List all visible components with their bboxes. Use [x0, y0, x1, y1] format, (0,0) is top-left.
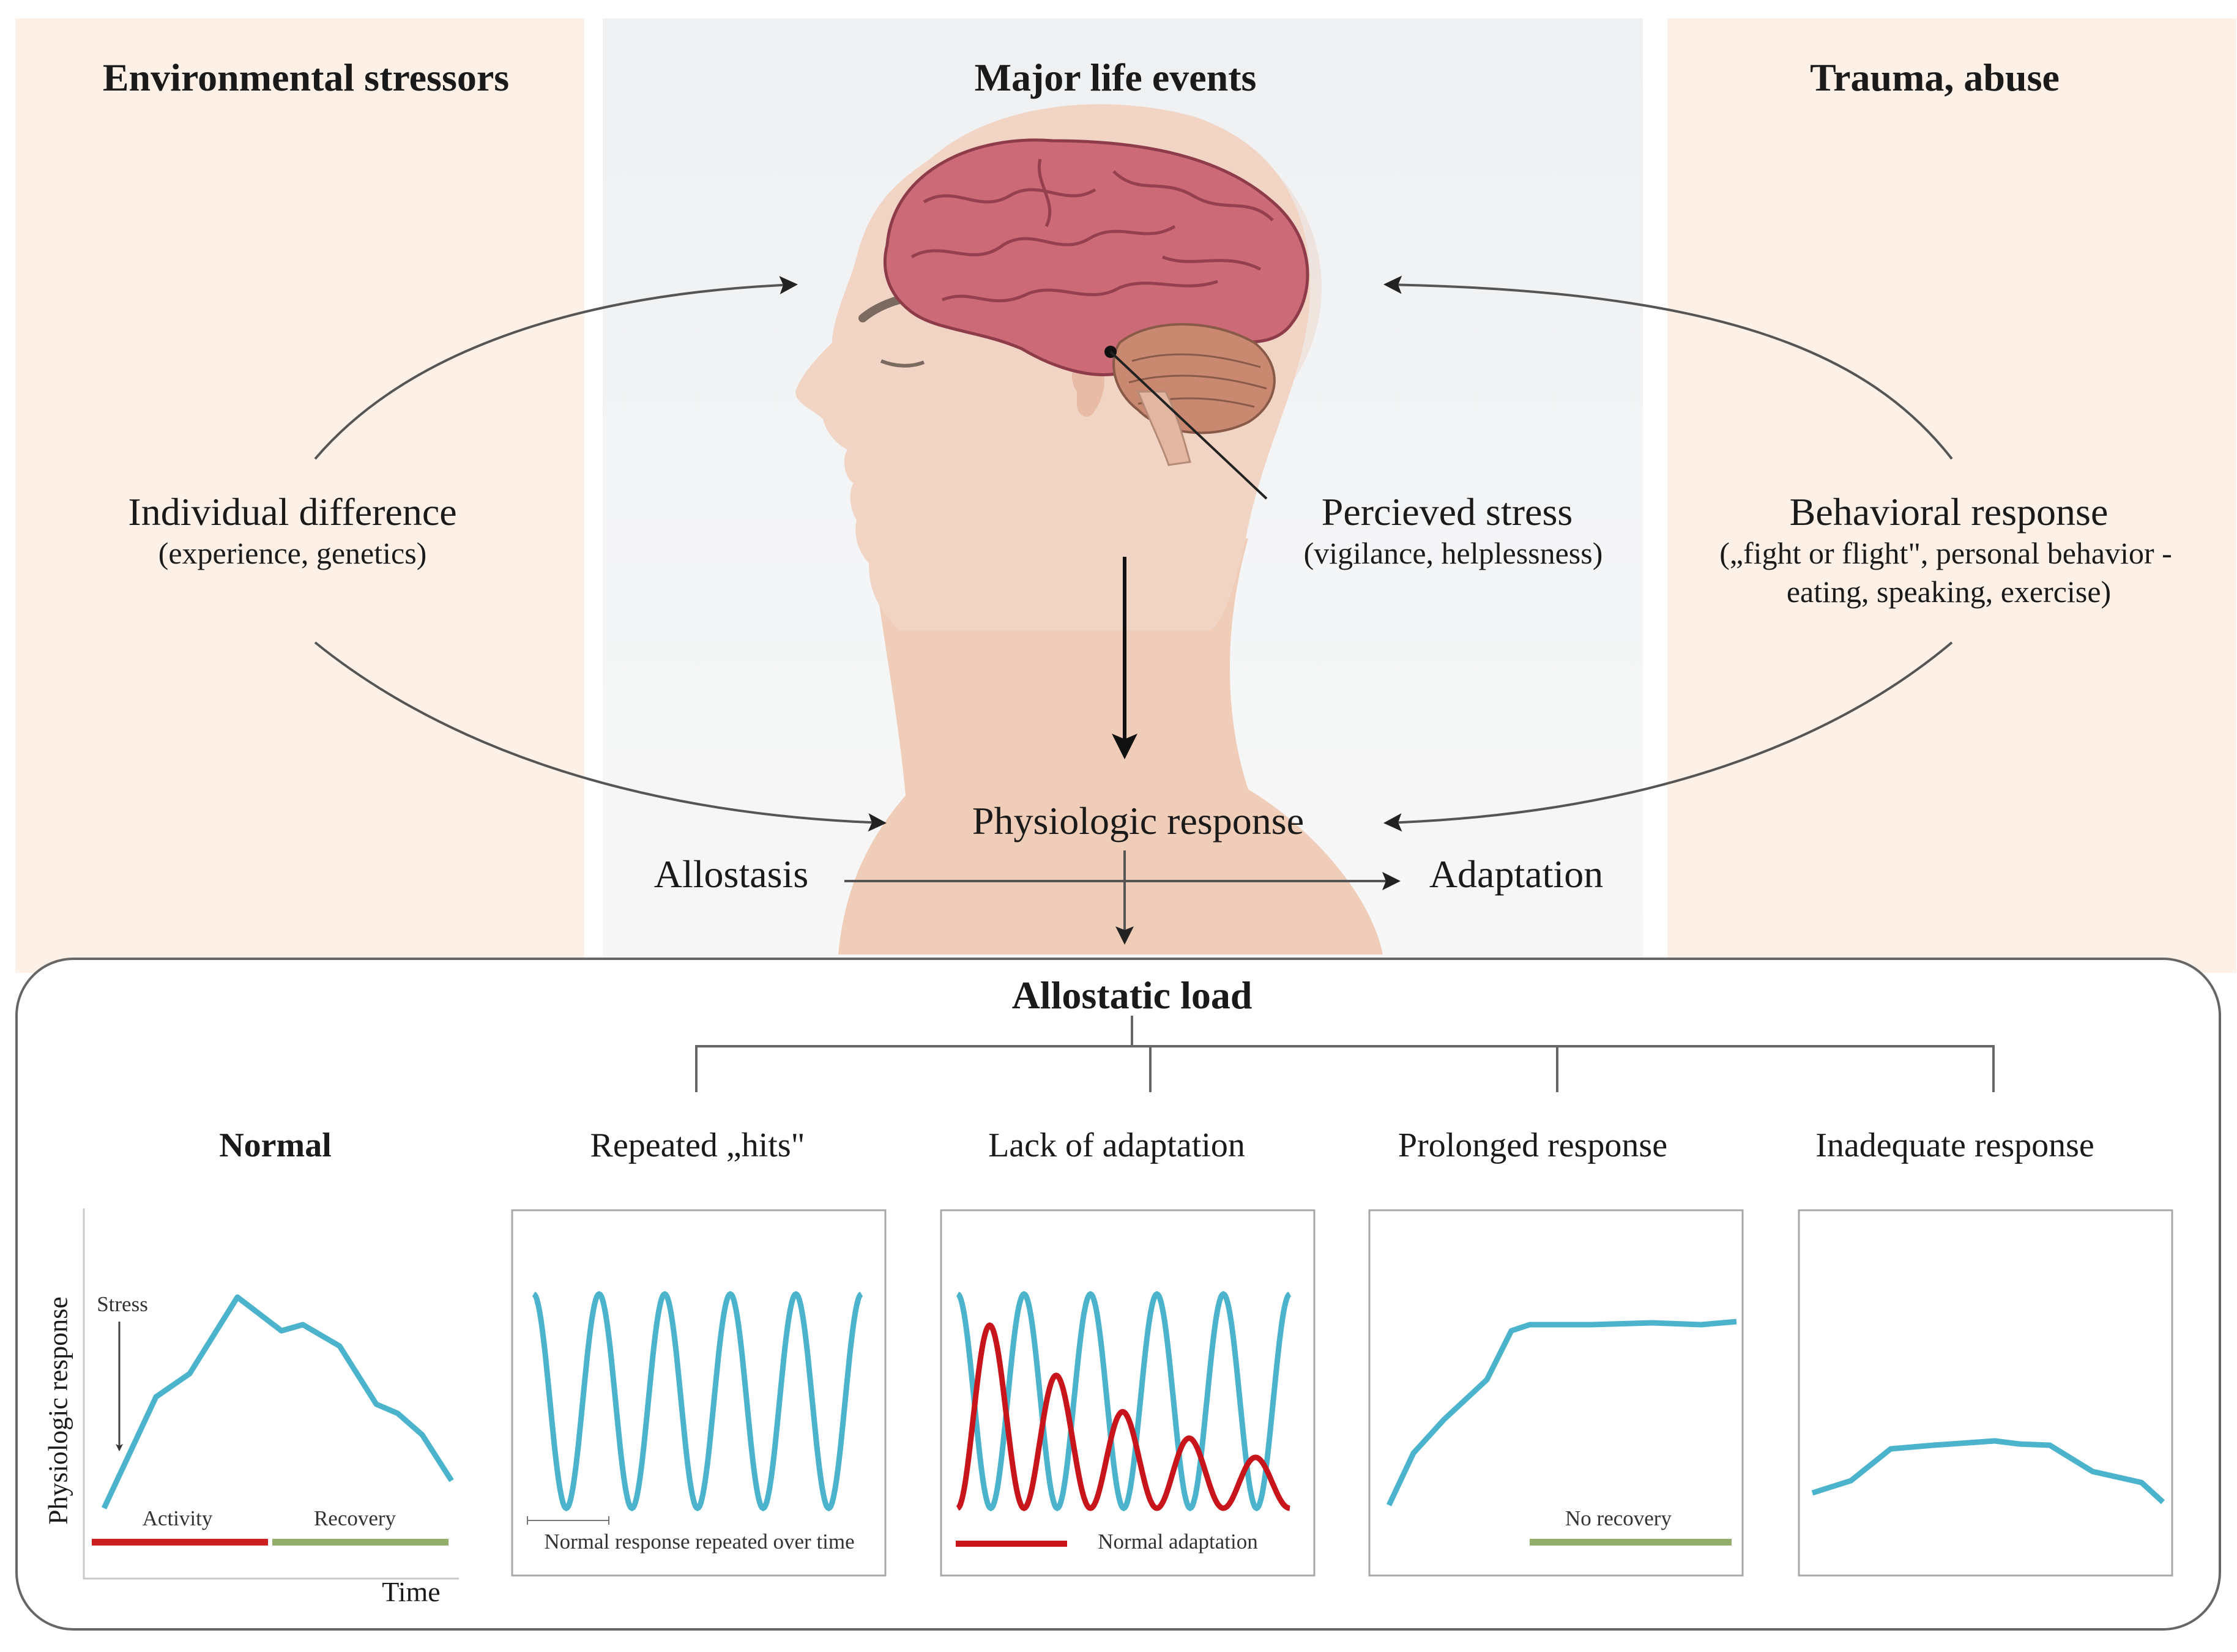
- chart-inadequate-response: [1798, 1209, 2173, 1577]
- normal-axes: [83, 1208, 459, 1580]
- prolonged-response-line: [1386, 1319, 1737, 1506]
- closed-eye: [880, 359, 925, 368]
- inadequate-response-line: [1811, 1438, 2165, 1505]
- physiologic-response-label: Physiologic response: [972, 799, 1305, 843]
- recovery-bar: [272, 1539, 449, 1546]
- tree-bracket: [695, 1045, 1995, 1092]
- arrow-behavioral-to-brain: [1383, 275, 1953, 460]
- chart-prolonged-response: [1368, 1209, 1744, 1577]
- no-recovery-bar: [1530, 1539, 1732, 1546]
- chart-title-repeated-hits: Repeated „hits": [590, 1126, 805, 1164]
- repeated-hits-line: [532, 1290, 863, 1512]
- chart-repeated-hits: [511, 1209, 887, 1577]
- inadequate-frame: [1798, 1209, 2173, 1577]
- recovery-label: Recovery: [313, 1506, 396, 1530]
- heading-major-life-events: Major life events: [974, 56, 1257, 99]
- chart-lack-of-adaptation: [940, 1209, 1316, 1577]
- repeated-hits-frame: [511, 1209, 887, 1577]
- time-axis-label: Time: [382, 1576, 441, 1607]
- behavioral-response-detail-1: („fight or flight", personal behavior -: [1719, 536, 2172, 570]
- lack-of-adaptation-frame: [940, 1209, 1316, 1577]
- environmental-stressors-panel: [15, 18, 584, 973]
- lack-of-adaptation-caption: Normal adaptation: [1098, 1530, 1258, 1553]
- adaptation-label: Adaptation: [1429, 852, 1604, 896]
- prolonged-frame: [1368, 1209, 1744, 1577]
- activity-bar: [92, 1539, 268, 1546]
- arrow-individual-to-physiologic: [314, 641, 887, 832]
- chart-title-normal: Normal: [219, 1126, 332, 1164]
- activity-label: Activity: [142, 1506, 213, 1530]
- individual-difference-title: Individual difference: [128, 490, 457, 534]
- chart-title-lack-of-adaptation: Lack of adaptation: [988, 1126, 1245, 1164]
- perceived-stress-title: Percieved stress: [1321, 490, 1573, 534]
- repeated-hits-caption: Normal response repeated over time: [544, 1530, 855, 1553]
- heading-environmental-stressors: Environmental stressors: [102, 56, 510, 99]
- physiologic-axis-label: Physiologic response: [43, 1297, 73, 1525]
- behavioral-response-detail-2: eating, speaking, exercise): [1786, 575, 2112, 609]
- arrow-individual-to-brain: [314, 276, 798, 460]
- individual-difference-detail: (experience, genetics): [158, 536, 427, 570]
- neck-shoulders: [838, 538, 1383, 954]
- normal-adaptation-line: [956, 1322, 1290, 1511]
- heading-trauma-abuse: Trauma, abuse: [1810, 56, 2060, 99]
- chart-title-prolonged-response: Prolonged response: [1398, 1126, 1668, 1164]
- flow-arrows: [314, 275, 1953, 945]
- prolonged-caption: No recovery: [1565, 1506, 1672, 1530]
- allostatic-load-title: Allostatic load: [1011, 973, 1252, 1017]
- perceived-stress-detail: (vigilance, helplessness): [1303, 536, 1603, 570]
- stress-label: Stress: [97, 1292, 148, 1316]
- lack-of-adaptation-response-line: [956, 1290, 1292, 1512]
- allostasis-label: Allostasis: [653, 852, 809, 896]
- trauma-abuse-panel: [1667, 18, 2236, 973]
- chart-title-inadequate-response: Inadequate response: [1815, 1126, 2094, 1164]
- normal-response-line: [101, 1294, 454, 1509]
- arrow-behavioral-to-physiologic: [1383, 641, 1953, 832]
- period-bracket: [527, 1516, 609, 1525]
- behavioral-response-title: Behavioral response: [1789, 490, 2109, 534]
- pointer-line: [1109, 351, 1268, 500]
- adaptation-legend-swatch: [956, 1541, 1067, 1547]
- chart-normal: [83, 1208, 459, 1580]
- brain-folds: [910, 158, 1274, 303]
